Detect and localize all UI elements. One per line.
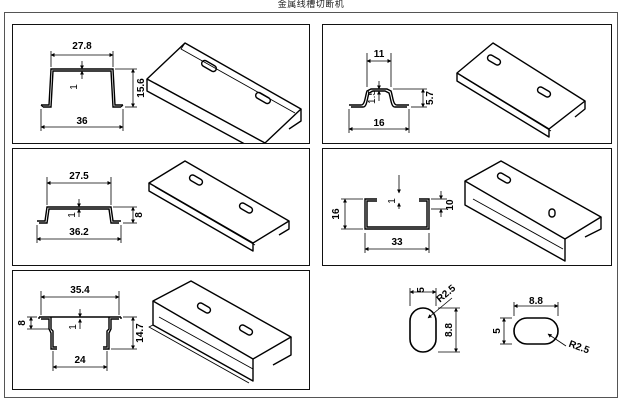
- page-title: 金属线槽切断机: [277, 0, 345, 9]
- profile-1-top-dim: 27.8: [72, 41, 92, 52]
- profile-panel-3: 27.5 36.2 8 1: [12, 148, 310, 266]
- profile-3-height-dim: 8: [134, 212, 145, 218]
- profile-1-thickness-dim: 1: [69, 84, 80, 90]
- profile-4-left-height-dim: 16: [331, 208, 342, 220]
- profile-3-drawing: 27.5 36.2 8 1: [36, 160, 290, 252]
- profile-2-thickness-dim: 1.5: [367, 90, 378, 104]
- profile-5-section: [38, 316, 122, 350]
- profile-3-top-dim: 27.5: [69, 171, 89, 182]
- profile-2-bottom-dim: 16: [373, 118, 385, 129]
- profile-3-isometric-rail: [148, 160, 290, 252]
- profile-1-bottom-dim: 36: [76, 116, 88, 127]
- profile-5-isometric-rail: [148, 280, 292, 384]
- profile-2-drawing: 11 16 5.7 1.5: [348, 42, 586, 138]
- profile-4-thickness-dim: 1: [387, 198, 398, 204]
- profile-5-height-dim: 14.7: [135, 323, 146, 343]
- profile-4-drawing: 16 10 33 1: [331, 160, 602, 262]
- profile-2-top-dim: 11: [374, 49, 385, 60]
- profile-1-height-dim: 15.6: [136, 78, 147, 98]
- profile-4-right-height-dim: 10: [445, 199, 456, 211]
- profile-3-bottom-dim: 36.2: [69, 227, 89, 238]
- profile-4-isometric-rail: [464, 160, 602, 262]
- drawing-sheet-border: [4, 12, 618, 398]
- profile-5-thickness-dim: 1: [68, 324, 79, 330]
- profile-5-drawing: 35.4 24 14.7 8 1: [17, 280, 292, 384]
- profile-5-flange-dim: 8: [17, 320, 28, 326]
- profile-panel-1: 27.8 36 15.6 1: [12, 24, 310, 144]
- profile-3-thickness-dim: 1: [67, 212, 78, 218]
- profile-panel-5: 35.4 24 14.7 8 1: [12, 270, 310, 390]
- profile-2-height-dim: 5.7: [425, 91, 436, 105]
- profile-panel-2: 11 16 5.7 1.5: [322, 24, 612, 144]
- profile-panel-4: 16 10 33 1: [322, 148, 612, 266]
- profile-4-section: [364, 198, 430, 230]
- profile-2-isometric-rail: [456, 42, 586, 138]
- profile-5-bottom-dim: 24: [74, 355, 86, 366]
- profile-1-isometric-rail: [146, 42, 302, 143]
- profile-5-top-dim: 35.4: [70, 285, 90, 296]
- profile-4-width-dim: 33: [391, 237, 403, 248]
- profile-1-drawing: 27.8 36 15.6 1: [40, 41, 302, 143]
